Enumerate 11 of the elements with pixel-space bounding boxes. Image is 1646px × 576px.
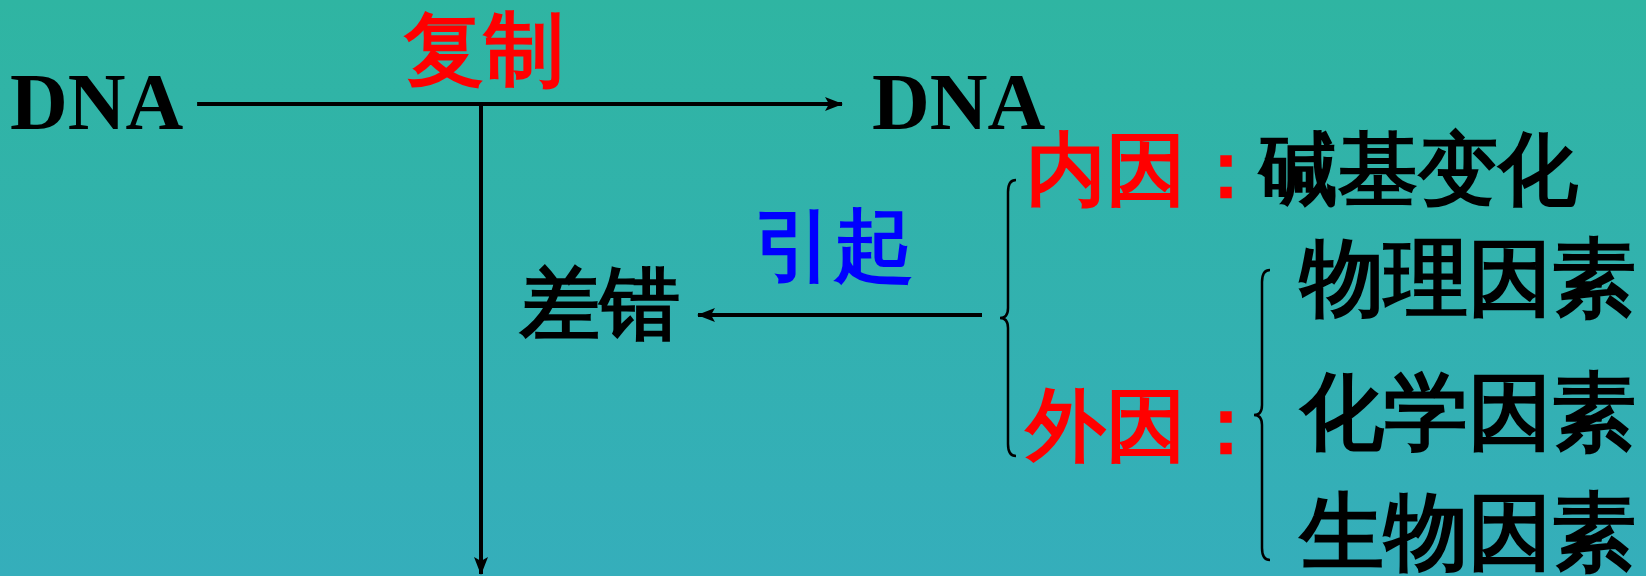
node-label: DNA <box>10 62 184 142</box>
arrow <box>697 308 982 322</box>
label-text: 化学因素 <box>1300 370 1636 454</box>
node-label: DNA <box>872 62 1046 142</box>
arrow <box>197 102 488 575</box>
node-label: 差错 <box>520 264 680 344</box>
edge-label: 复制 <box>404 10 564 90</box>
label-text: 生物因素 <box>1300 490 1636 574</box>
label-text: 物理因素 <box>1300 236 1636 320</box>
label-text: 外因： <box>1026 386 1266 466</box>
edge-label: 引起 <box>754 206 914 286</box>
